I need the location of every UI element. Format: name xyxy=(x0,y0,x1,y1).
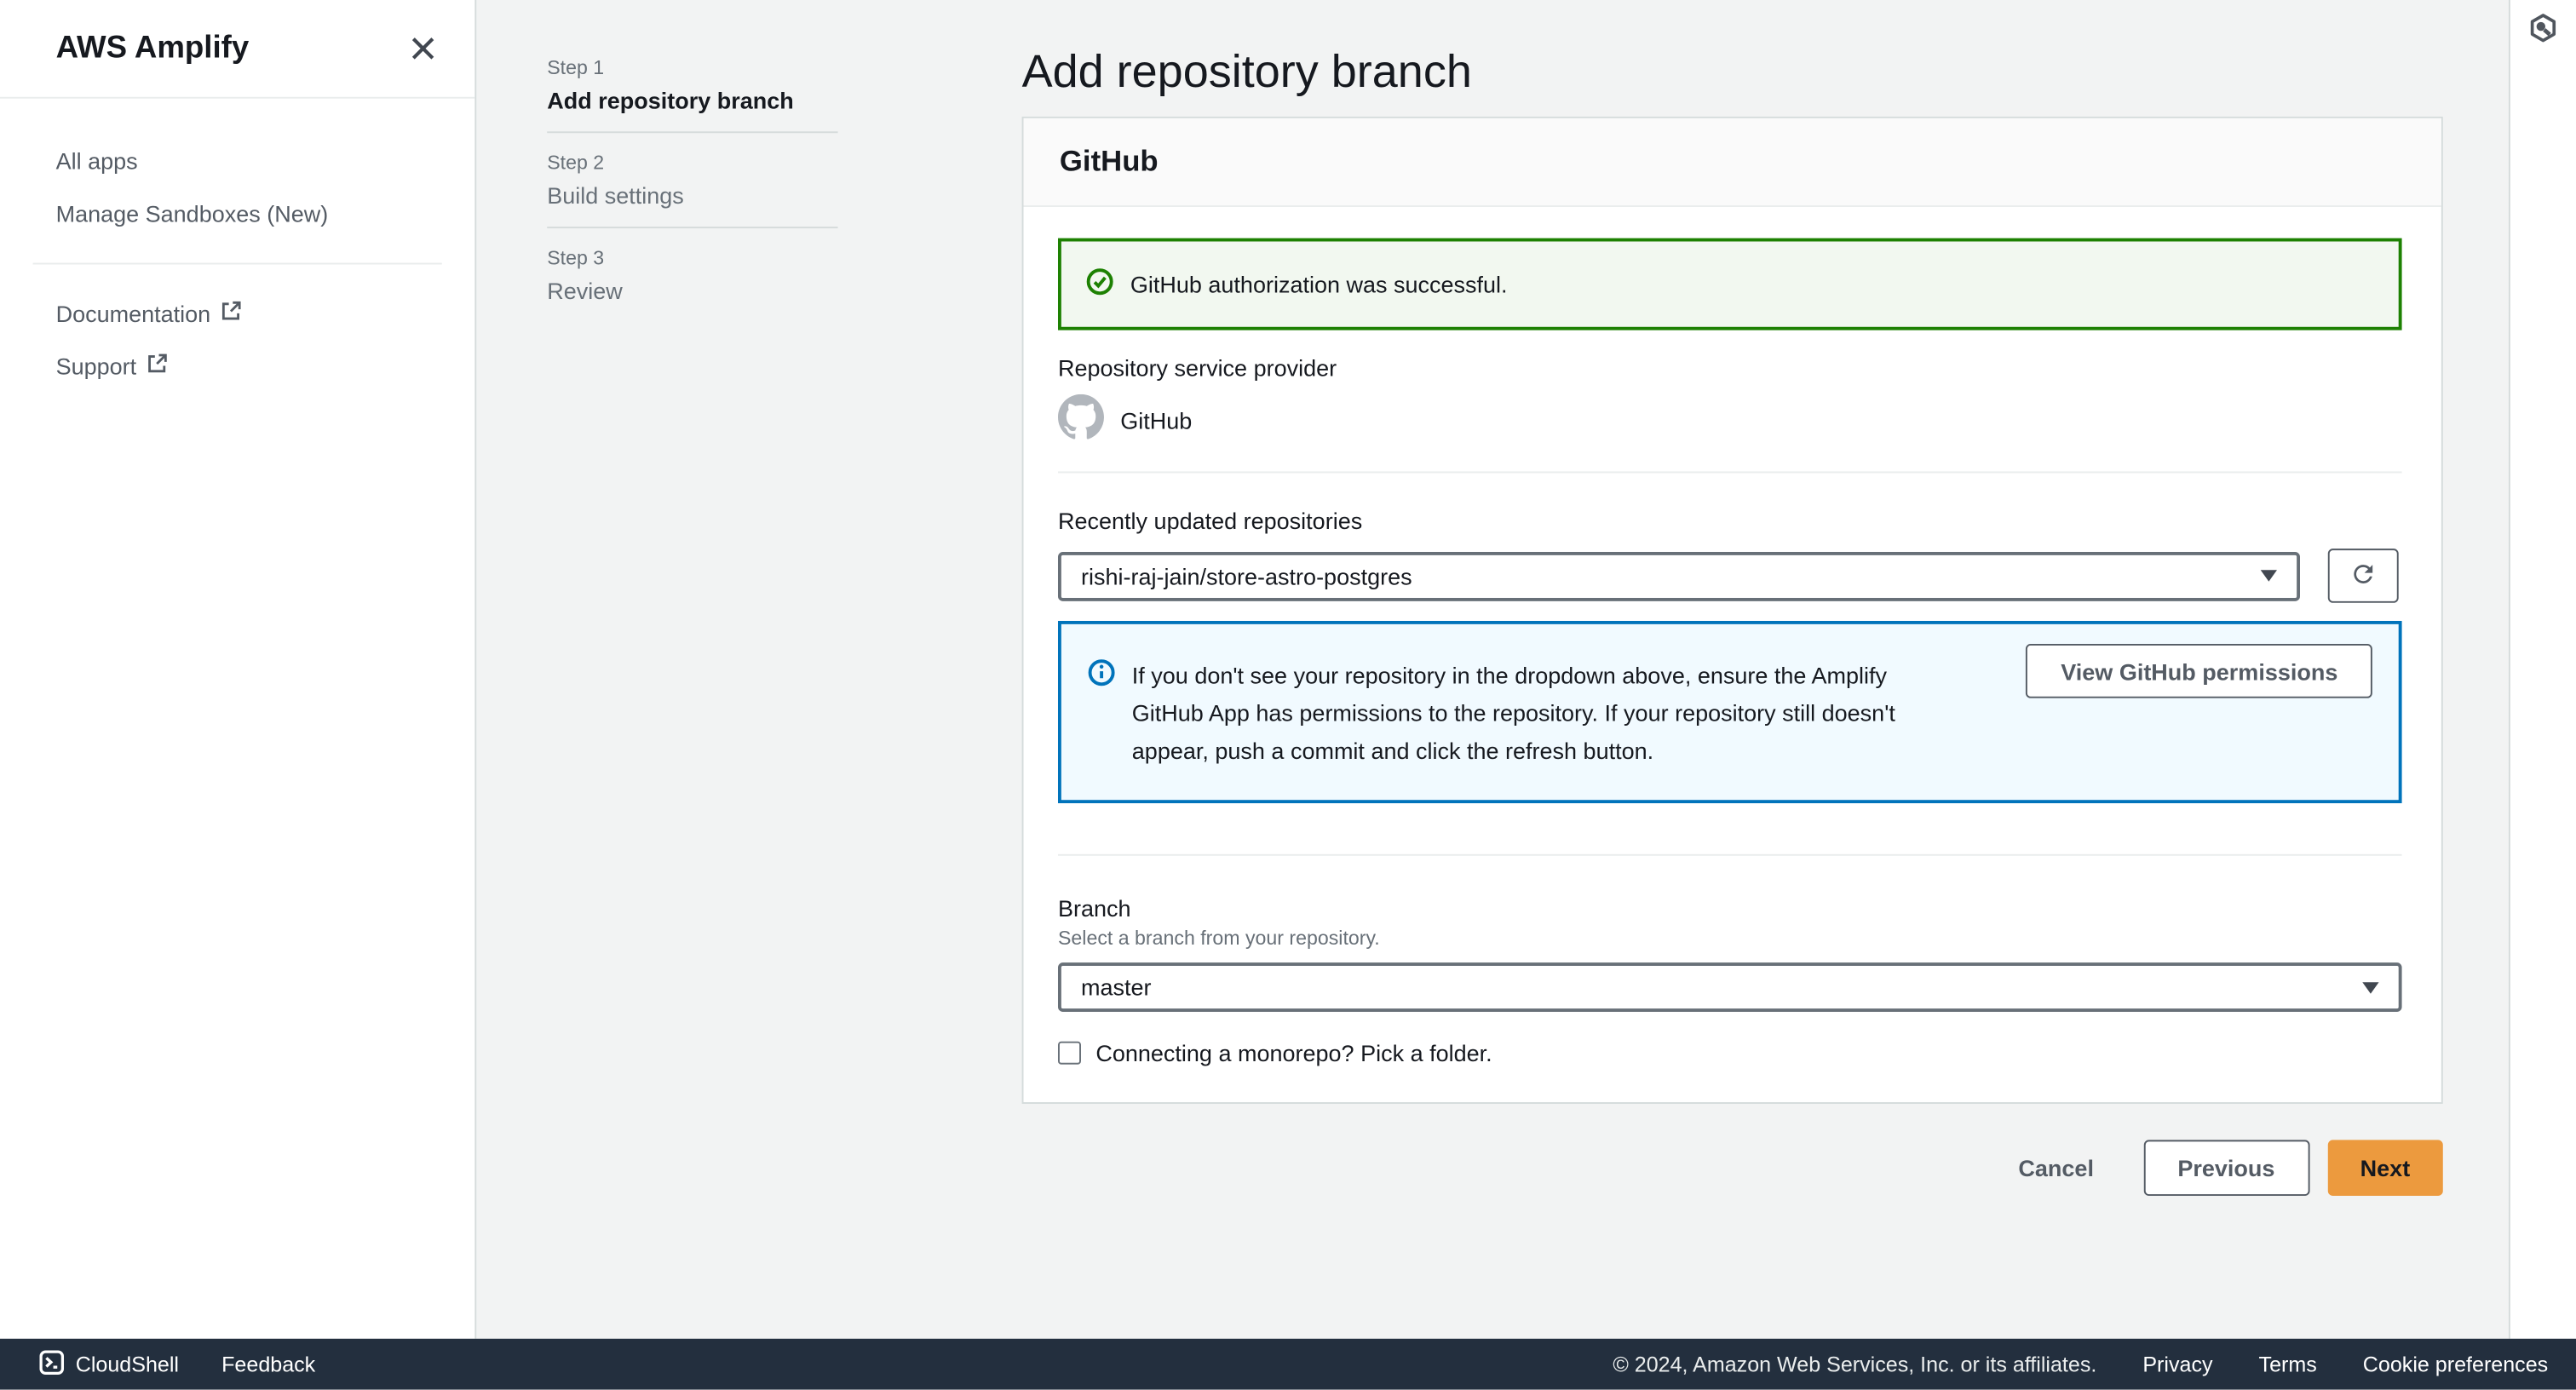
monorepo-checkbox-label[interactable]: Connecting a monorepo? Pick a folder. xyxy=(1095,1039,1492,1066)
refresh-icon xyxy=(2349,560,2378,593)
card-header: GitHub xyxy=(1023,118,2441,207)
app-title: AWS Amplify xyxy=(55,30,250,66)
page-title: Add repository branch xyxy=(1021,45,1472,97)
repos-label: Recently updated repositories xyxy=(1057,507,1363,534)
success-alert: GitHub authorization was successful. xyxy=(1057,238,2402,330)
section-divider xyxy=(1057,471,2402,474)
terms-link[interactable]: Terms xyxy=(2258,1352,2317,1377)
previous-button[interactable]: Previous xyxy=(2142,1140,2309,1196)
hexagon-node-icon[interactable] xyxy=(2528,13,2558,43)
step-label: Build settings xyxy=(547,182,684,209)
github-icon xyxy=(1057,393,1104,445)
branch-select[interactable]: master xyxy=(1057,962,2402,1012)
sidebar-header: AWS Amplify xyxy=(0,0,475,99)
step-number: Step 3 xyxy=(547,246,605,270)
step-label: Add repository branch xyxy=(547,87,794,114)
documentation-label: Documentation xyxy=(55,300,211,327)
sidebar-item-support[interactable]: Support xyxy=(0,340,474,393)
console-footer: CloudShell Feedback © 2024, Amazon Web S… xyxy=(0,1338,2576,1390)
external-link-icon xyxy=(221,301,242,327)
main-content: Add repository branch GitHub GitHub auth… xyxy=(1021,0,2443,1196)
terminal-icon xyxy=(39,1349,65,1379)
info-text: If you don't see your repository in the … xyxy=(1131,662,1895,764)
provider-value: GitHub xyxy=(1120,406,1193,434)
privacy-link[interactable]: Privacy xyxy=(2142,1352,2213,1377)
cookie-preferences-link[interactable]: Cookie preferences xyxy=(2362,1352,2549,1377)
cancel-button[interactable]: Cancel xyxy=(2018,1154,2094,1181)
cloudshell-button[interactable]: CloudShell xyxy=(39,1349,179,1379)
close-icon[interactable] xyxy=(405,32,439,66)
repository-select[interactable]: rishi-raj-jain/store-astro-postgres xyxy=(1057,551,2300,600)
view-github-permissions-button[interactable]: View GitHub permissions xyxy=(2026,643,2372,698)
section-divider xyxy=(1057,853,2402,856)
external-link-icon xyxy=(147,353,168,380)
step-1-add-repository-branch: Step 1 Add repository branch xyxy=(547,56,837,132)
monorepo-row: Connecting a monorepo? Pick a folder. xyxy=(1057,1039,2402,1066)
right-edge-panel xyxy=(2508,0,2576,1339)
sidebar: AWS Amplify All apps Manage Sandboxes (N… xyxy=(0,0,477,1339)
branch-label: Branch xyxy=(1057,895,1131,922)
card-body: GitHub authorization was successful. Rep… xyxy=(1023,207,2441,1102)
support-label: Support xyxy=(55,353,137,380)
provider-row: GitHub xyxy=(1057,393,2402,445)
info-box: If you don't see your repository in the … xyxy=(1057,620,2402,804)
wizard-steps: Step 1 Add repository branch Step 2 Buil… xyxy=(547,56,838,322)
copyright-text: © 2024, Amazon Web Services, Inc. or its… xyxy=(1613,1352,2097,1377)
caret-down-icon xyxy=(2260,570,2277,582)
refresh-button[interactable] xyxy=(2327,549,2399,603)
provider-label: Repository service provider xyxy=(1057,354,1337,382)
cloudshell-label: CloudShell xyxy=(75,1352,179,1377)
next-button[interactable]: Next xyxy=(2327,1140,2443,1196)
success-alert-text: GitHub authorization was successful. xyxy=(1130,271,1508,298)
github-card: GitHub GitHub authorization was successf… xyxy=(1021,116,2443,1104)
feedback-button[interactable]: Feedback xyxy=(221,1352,316,1377)
info-circle-icon xyxy=(1088,658,1116,692)
repos-select-row: rishi-raj-jain/store-astro-postgres xyxy=(1057,549,2402,603)
branch-description: Select a branch from your repository. xyxy=(1057,926,1380,950)
sidebar-nav: All apps Manage Sandboxes (New) Document… xyxy=(0,99,474,393)
step-number: Step 1 xyxy=(547,55,605,79)
wizard-actions: Cancel Previous Next xyxy=(1022,1140,2443,1196)
step-3-review: Step 3 Review xyxy=(547,227,838,322)
step-2-build-settings: Step 2 Build settings xyxy=(547,131,838,227)
sidebar-item-manage-sandboxes[interactable]: Manage Sandboxes (New) xyxy=(55,200,329,227)
branch-select-value: master xyxy=(1080,974,1152,1001)
monorepo-checkbox[interactable] xyxy=(1057,1041,1081,1065)
sidebar-item-documentation[interactable]: Documentation xyxy=(0,287,474,340)
caret-down-icon xyxy=(2362,981,2379,993)
sidebar-item-all-apps[interactable]: All apps xyxy=(55,147,138,175)
sidebar-divider xyxy=(32,262,442,265)
step-label: Review xyxy=(547,277,623,304)
step-number: Step 2 xyxy=(547,151,605,175)
repository-select-value: rishi-raj-jain/store-astro-postgres xyxy=(1080,562,1412,589)
footer-right: © 2024, Amazon Web Services, Inc. or its… xyxy=(1613,1352,2548,1376)
check-circle-icon xyxy=(1086,267,1114,301)
